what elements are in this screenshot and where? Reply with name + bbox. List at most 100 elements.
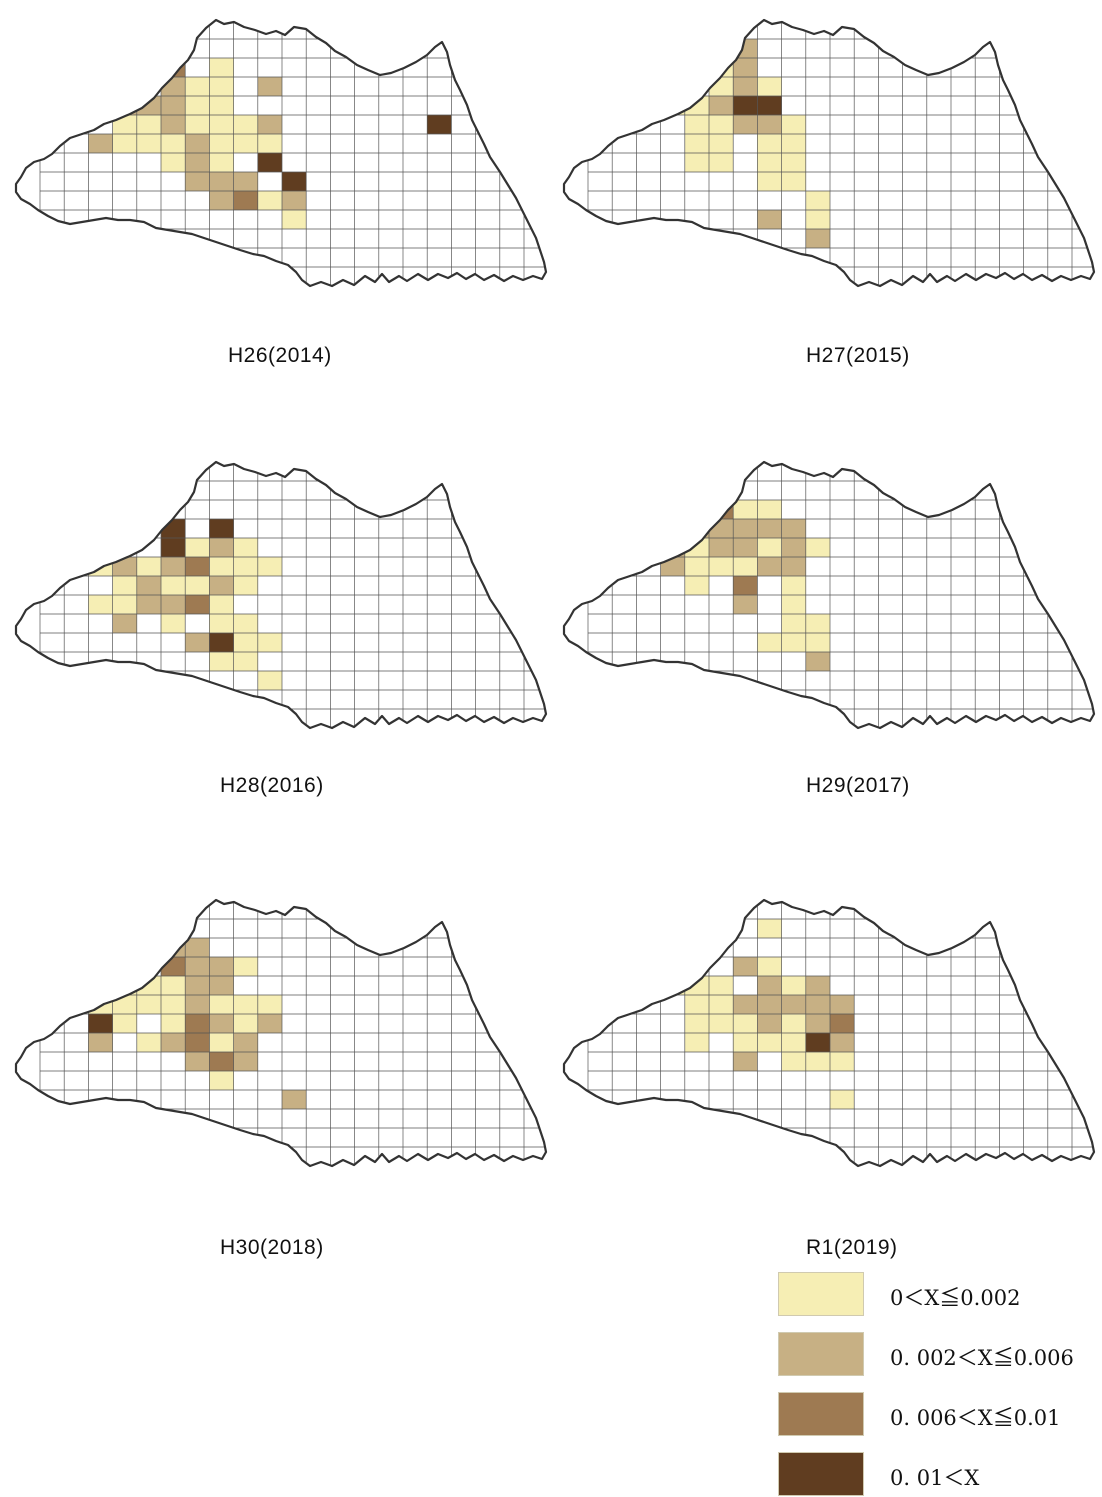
prefecture-outline xyxy=(562,460,1096,730)
mesh-cell-level-2 xyxy=(733,1052,758,1071)
mesh-cell-level-1 xyxy=(257,191,282,210)
mesh-cell-level-1 xyxy=(757,172,782,191)
mesh-cell-level-1 xyxy=(209,77,234,96)
legend-item: 0. 006＜X≦0.01 xyxy=(778,1392,1098,1436)
mesh-cell-level-2 xyxy=(185,153,210,172)
mesh-cell-level-2 xyxy=(733,115,758,134)
mesh-cell-level-1 xyxy=(805,210,830,229)
mesh-cell-level-1 xyxy=(136,1033,161,1052)
map-panel-h26 xyxy=(10,10,570,340)
mesh-cell-level-2 xyxy=(830,995,855,1014)
mesh-cell-level-1 xyxy=(781,633,806,652)
mesh-cell-level-1 xyxy=(233,134,258,153)
mesh-cell-level-1 xyxy=(684,96,709,115)
mesh-cell-level-2 xyxy=(257,115,282,134)
mesh-cell-level-2 xyxy=(185,938,210,957)
mesh-cell-level-1 xyxy=(88,595,113,614)
mesh-cell-level-1 xyxy=(805,538,830,557)
mesh-cell-level-1 xyxy=(136,134,161,153)
mesh-cell-level-2 xyxy=(282,191,307,210)
mesh-cell-level-2 xyxy=(805,995,830,1014)
mesh-cell-level-1 xyxy=(233,652,258,671)
mesh-cell-level-1 xyxy=(257,633,282,652)
mesh-cell-level-1 xyxy=(781,1052,806,1071)
mesh-cell-level-1 xyxy=(185,77,210,96)
mesh-cell-level-1 xyxy=(684,115,709,134)
mesh-cell-level-2 xyxy=(757,995,782,1014)
mesh-cell-level-1 xyxy=(161,134,186,153)
mesh-cell-level-3 xyxy=(185,1014,210,1033)
legend-swatch xyxy=(778,1332,864,1376)
prefecture-grid-map xyxy=(562,898,1096,1168)
grid-layer xyxy=(564,20,1094,286)
mesh-cell-level-2 xyxy=(161,595,186,614)
prefecture-outline xyxy=(14,898,548,1168)
mesh-cell-level-1 xyxy=(684,153,709,172)
mesh-cell-level-2 xyxy=(805,652,830,671)
mesh-cell-level-1 xyxy=(830,1090,855,1109)
mesh-cell-level-1 xyxy=(112,595,137,614)
mesh-cell-level-1 xyxy=(233,1014,258,1033)
mesh-cell-level-1 xyxy=(136,995,161,1014)
mesh-cell-level-1 xyxy=(209,58,234,77)
mesh-cell-level-1 xyxy=(112,995,137,1014)
mesh-cell-level-4 xyxy=(161,538,186,557)
mesh-cell-level-1 xyxy=(757,1033,782,1052)
mesh-cell-level-2 xyxy=(709,538,734,557)
map-panel-h28 xyxy=(10,452,570,782)
mesh-cell-level-2 xyxy=(136,576,161,595)
mesh-cell-level-1 xyxy=(781,115,806,134)
map-panel-h29 xyxy=(558,452,1102,782)
prefecture-grid-map xyxy=(14,898,548,1168)
mesh-cell-level-2 xyxy=(88,1033,113,1052)
mesh-cell-level-1 xyxy=(209,153,234,172)
mesh-cell-level-1 xyxy=(781,976,806,995)
mesh-cell-level-2 xyxy=(112,77,137,96)
mesh-cell-level-1 xyxy=(233,995,258,1014)
mesh-cell-level-2 xyxy=(185,976,210,995)
mesh-cell-level-1 xyxy=(209,652,234,671)
mesh-cell-level-1 xyxy=(733,500,758,519)
mesh-cell-level-1 xyxy=(709,153,734,172)
prefecture-outline xyxy=(562,18,1096,288)
mesh-cell-level-1 xyxy=(257,995,282,1014)
mesh-cell-level-1 xyxy=(781,153,806,172)
mesh-cell-level-1 xyxy=(757,538,782,557)
prefecture-grid-map xyxy=(562,460,1096,730)
mesh-cell-level-1 xyxy=(185,538,210,557)
legend-label: 0. 002＜X≦0.006 xyxy=(890,1346,1074,1370)
mesh-cell-level-2 xyxy=(660,557,685,576)
mesh-cell-level-1 xyxy=(185,96,210,115)
prefecture-outline xyxy=(562,898,1096,1168)
mesh-cell-level-1 xyxy=(733,1014,758,1033)
mesh-cell-level-2 xyxy=(185,995,210,1014)
mesh-cell-level-1 xyxy=(709,1014,734,1033)
mesh-cell-level-2 xyxy=(112,614,137,633)
mesh-cell-level-3 xyxy=(185,557,210,576)
mesh-cell-level-1 xyxy=(805,633,830,652)
mesh-cell-level-1 xyxy=(257,557,282,576)
legend-item: 0. 002＜X≦0.006 xyxy=(778,1332,1098,1376)
mesh-cell-level-1 xyxy=(112,134,137,153)
grid-layer xyxy=(16,900,546,1166)
mesh-cell-level-2 xyxy=(209,172,234,191)
mesh-cell-level-1 xyxy=(185,115,210,134)
map-panel-r1 xyxy=(558,890,1102,1220)
mesh-cell-level-2 xyxy=(733,595,758,614)
mesh-cell-level-1 xyxy=(757,500,782,519)
mesh-cell-level-4 xyxy=(427,115,452,134)
legend-label: 0. 006＜X≦0.01 xyxy=(890,1406,1061,1430)
mesh-cell-level-1 xyxy=(136,557,161,576)
legend-swatch xyxy=(778,1452,864,1496)
mesh-cell-level-2 xyxy=(161,39,186,58)
mesh-cell-level-2 xyxy=(830,1033,855,1052)
mesh-cell-level-1 xyxy=(112,115,137,134)
mesh-cell-level-1 xyxy=(830,1052,855,1071)
mesh-cell-level-1 xyxy=(781,1033,806,1052)
mesh-cell-level-1 xyxy=(161,976,186,995)
mesh-cell-level-1 xyxy=(684,538,709,557)
mesh-cell-level-2 xyxy=(636,96,661,115)
mesh-cell-level-1 xyxy=(257,671,282,690)
legend-swatch xyxy=(778,1272,864,1316)
mesh-cell-level-2 xyxy=(257,1014,282,1033)
